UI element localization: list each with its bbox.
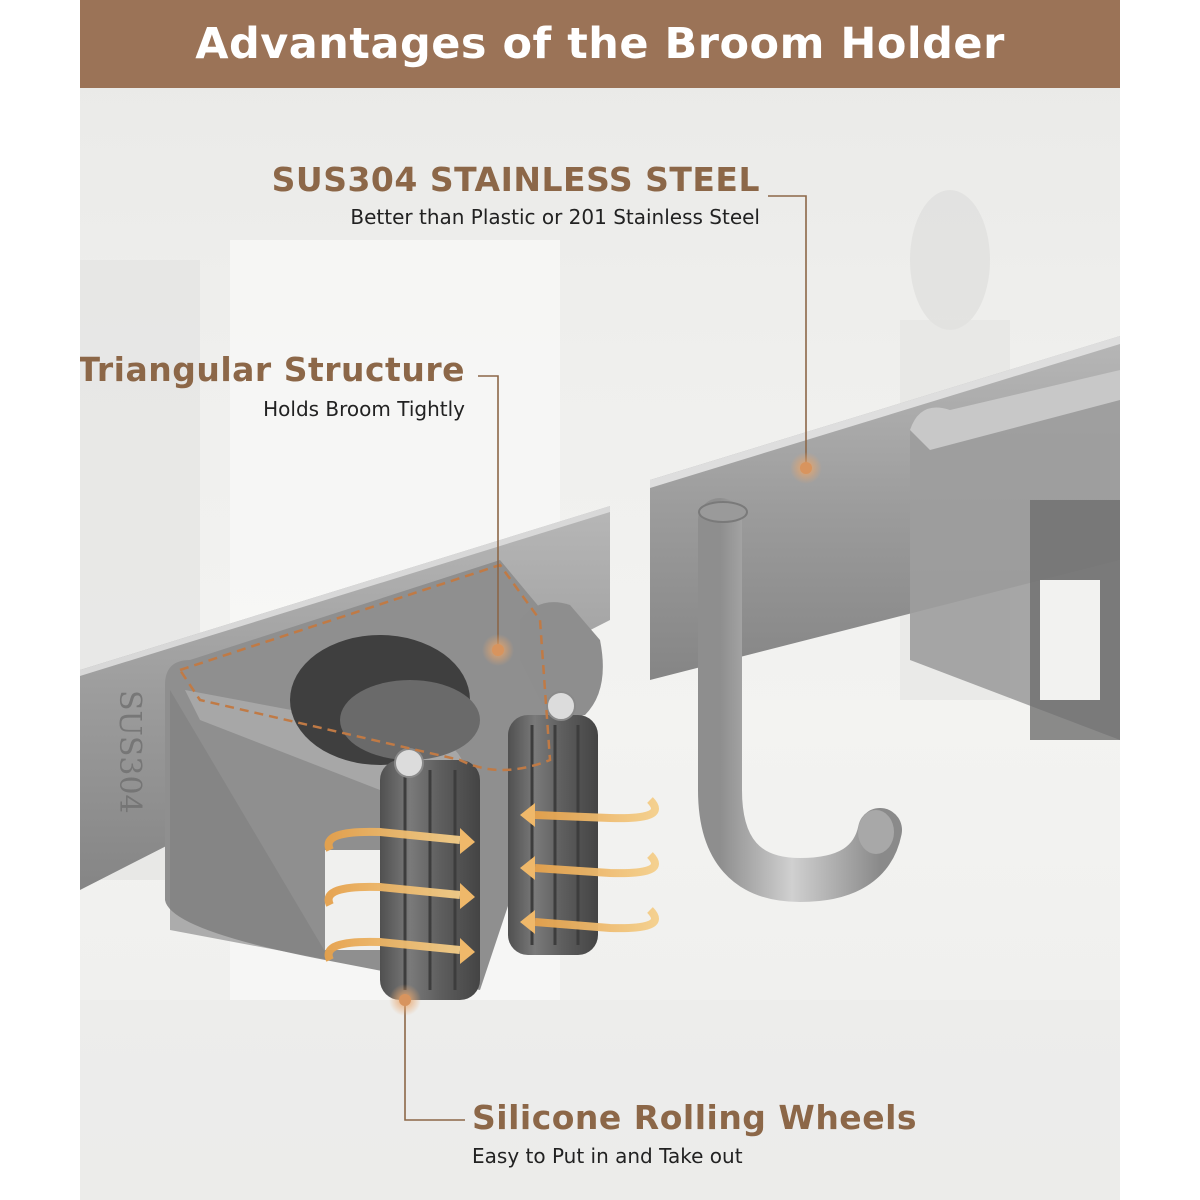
steel-leader-line [768, 195, 807, 468]
banner-title: Advantages of the Broom Holder [195, 19, 1005, 69]
triangular-callout-subtitle: Holds Broom Tightly [263, 397, 465, 421]
wheels-leader-line [404, 1000, 465, 1121]
wheels-callout-subtitle: Easy to Put in and Take out [472, 1144, 743, 1168]
steel-callout-subtitle: Better than Plastic or 201 Stainless Ste… [350, 205, 760, 229]
triangular-callout-title: Triangular Structure [80, 350, 465, 389]
triangular-leader-line [478, 375, 499, 650]
wheels-callout-title: Silicone Rolling Wheels [472, 1098, 918, 1137]
steel-callout-title: SUS304 STAINLESS STEEL [271, 160, 760, 199]
sus304-engraving: SUS304 [112, 690, 147, 814]
product-image-canvas: SUS304 [80, 0, 1120, 1200]
title-banner: Advantages of the Broom Holder [80, 0, 1120, 88]
broom-holder-illustration: SUS304 [80, 190, 1120, 1200]
